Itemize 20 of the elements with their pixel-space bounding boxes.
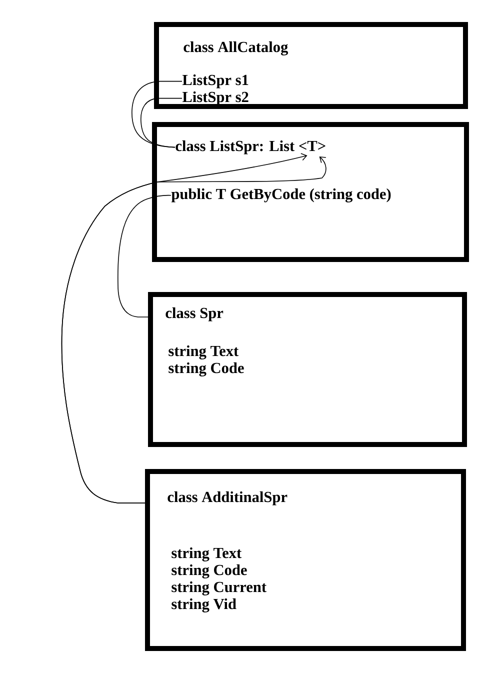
field-declaration: string Text	[172, 547, 242, 562]
connector-line	[140, 98, 182, 148]
class-box	[148, 292, 467, 447]
field-declaration: string Code	[168, 362, 244, 376]
method-signature: public T GetByCode (string code)	[171, 188, 391, 202]
class-heading: class AllCatalog	[184, 41, 288, 56]
class-heading: class Spr	[166, 307, 224, 322]
class-box	[152, 122, 469, 262]
field-declaration: string Code	[172, 564, 247, 578]
class-heading: class AdditinalSpr	[168, 491, 288, 506]
connector-line	[118, 194, 172, 318]
class-box	[145, 469, 466, 651]
field-declaration: string Vid	[172, 598, 236, 612]
class-box	[154, 22, 468, 109]
field-declaration: ListSpr s1	[182, 74, 248, 88]
field-declaration: ListSpr s2	[182, 91, 248, 106]
connector-line	[132, 80, 182, 148]
class-heading: class ListSpr: List <T>	[176, 140, 326, 154]
field-declaration: string Current	[172, 581, 266, 596]
field-declaration: string Text	[168, 345, 239, 360]
